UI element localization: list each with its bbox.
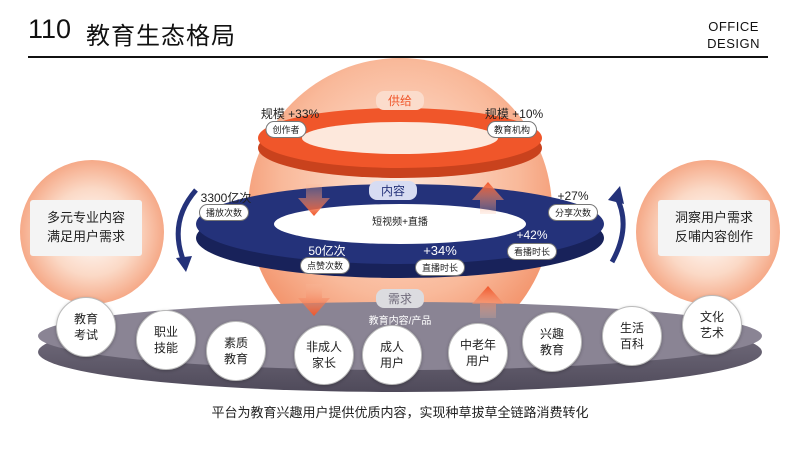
creator-tag: 创作者 (265, 121, 307, 138)
plays-tag: 播放次数 (198, 204, 250, 221)
demand-subtitle: 教育内容/产品 (368, 316, 432, 327)
user-category-line-2: 百科 (619, 337, 644, 351)
right-cycle-arrowhead (608, 186, 624, 204)
user-category-line-2: 用户 (379, 356, 404, 370)
user-category-line-1: 职业 (153, 325, 178, 339)
user-category-line-1: 素质 (223, 336, 248, 350)
demand-label: 需求 (375, 289, 425, 308)
plays-stat: 3300亿次 (200, 191, 252, 205)
user-category-line-2: 用户 (465, 354, 490, 368)
institution-scale-stat: 规模 +10% (484, 107, 544, 121)
brand-line-2: DESIGN (707, 36, 760, 51)
user-category-line-1: 生活 (619, 321, 644, 335)
content-center-text: 短视频+直播 (372, 217, 428, 228)
user-category-line-1: 文化 (699, 310, 724, 324)
user-category-line-2: 考试 (73, 328, 98, 342)
right-info-line-2: 反哺内容创作 (674, 230, 753, 245)
user-category-circle: 职业技能 (136, 310, 196, 370)
page-number: 110 (28, 14, 72, 44)
header-divider (28, 56, 768, 58)
live-stat: +34% (423, 243, 457, 258)
page-title: 教育生态格局 (86, 22, 236, 50)
left-info-line-2: 满足用户需求 (46, 230, 125, 245)
user-category-line-2: 家长 (311, 356, 336, 370)
user-category-line-1: 非成人 (305, 340, 342, 354)
live-tag: 直播时长 (414, 259, 466, 276)
user-category-circle: 素质教育 (206, 321, 266, 381)
user-category-line-1: 兴趣 (539, 327, 564, 341)
user-category-circle: 中老年用户 (448, 323, 508, 383)
left-info-line-1: 多元专业内容 (46, 211, 125, 226)
left-cycle-arrowhead (176, 256, 192, 272)
user-category-circle: 生活百科 (602, 306, 662, 366)
user-category-circle: 非成人家长 (294, 325, 354, 385)
likes-stat: 50亿次 (308, 244, 346, 258)
watch-stat: +42% (516, 228, 548, 242)
user-category-circle: 成人用户 (362, 325, 422, 385)
right-cycle-arrow (609, 194, 626, 264)
down-arrow-content (298, 284, 330, 316)
user-category-line-1: 中老年 (459, 338, 496, 352)
user-category-line-2: 教育 (539, 343, 564, 357)
user-category-circle: 兴趣教育 (522, 312, 582, 372)
supply-ring-hole (302, 122, 498, 154)
likes-tag: 点赞次数 (299, 257, 351, 274)
creator-scale-stat: 规模 +33% (260, 107, 320, 121)
user-category-circle: 教育考试 (56, 297, 116, 357)
share-stat: +27% (557, 189, 589, 203)
supply-label: 供给 (375, 91, 425, 110)
user-category-line-2: 艺术 (699, 326, 724, 340)
content-ring-hole (274, 204, 526, 244)
content-label: 内容 (368, 181, 418, 200)
user-category-line-1: 教育 (73, 312, 98, 326)
share-tag: 分享次数 (547, 204, 599, 221)
down-arrow-supply (298, 184, 330, 216)
up-arrow-demand (472, 286, 504, 318)
brand-logo: OFFICE DESIGN (707, 18, 760, 52)
left-info-box: 多元专业内容 满足用户需求 (30, 200, 142, 256)
brand-line-1: OFFICE (708, 19, 759, 34)
user-category-circle: 文化艺术 (682, 295, 742, 355)
footer-caption: 平台为教育兴趣用户提供优质内容，实现种草拔草全链路消费转化 (211, 406, 589, 421)
up-arrow-content (472, 182, 504, 214)
right-info-line-1: 洞察用户需求 (674, 211, 753, 226)
user-category-line-2: 技能 (153, 341, 178, 355)
right-info-box: 洞察用户需求 反哺内容创作 (658, 200, 770, 256)
user-category-line-1: 成人 (379, 340, 404, 354)
institution-tag: 教育机构 (486, 121, 538, 138)
user-category-line-2: 教育 (223, 352, 248, 366)
left-cycle-arrow (175, 188, 198, 263)
watch-tag: 看播时长 (506, 243, 558, 260)
